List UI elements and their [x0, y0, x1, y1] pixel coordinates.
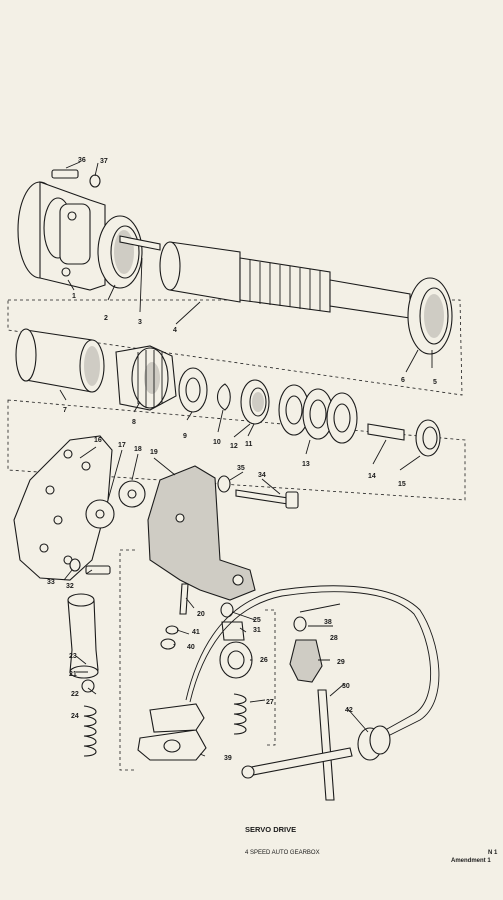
label-28: 28: [330, 635, 338, 642]
gear-part: [115, 345, 177, 411]
label-24: 24: [71, 713, 79, 720]
label-12: 12: [230, 443, 238, 450]
screw-part-32: [85, 565, 111, 575]
label-21: 21: [69, 671, 77, 678]
circlip-part-10: [216, 383, 231, 411]
valve-group-frame-2: [265, 609, 276, 746]
main-shaft-part: [159, 241, 411, 319]
washer-part-35: [217, 475, 231, 493]
label-32: 32: [66, 583, 74, 590]
label-26: 26: [260, 657, 268, 664]
valve-sleeve-part-26: [219, 641, 253, 679]
valve-body-part-19: [147, 465, 256, 601]
label-11: 11: [245, 441, 253, 448]
stud-part-20: [179, 583, 189, 615]
label-29: 29: [337, 659, 345, 666]
label-6: 6: [401, 377, 405, 384]
ball-part-22: [81, 679, 95, 693]
label-4: 4: [173, 327, 177, 334]
bolt-part-36: [51, 169, 79, 179]
label-35: 35: [237, 465, 245, 472]
nut-part-41: [165, 625, 179, 635]
pump-body-part-16: [13, 435, 113, 581]
leader-lines: [59, 161, 433, 757]
label-13: 13: [302, 461, 310, 468]
diagram-subtitle: 4 SPEED AUTO GEARBOX: [245, 850, 320, 856]
spring-part-24: [83, 705, 97, 757]
label-33: 33: [47, 579, 55, 586]
label-2: 2: [104, 315, 108, 322]
label-19: 19: [150, 449, 158, 456]
sleeve-part: [15, 328, 105, 393]
label-14: 14: [368, 473, 376, 480]
valve-part-31: [221, 621, 245, 641]
label-20: 20: [197, 611, 205, 618]
diagram-title: SERVO DRIVE: [245, 825, 296, 834]
seal-part-15: [415, 419, 441, 457]
label-34: 34: [258, 472, 266, 479]
label-1: 1: [72, 293, 76, 300]
label-36: 36: [78, 157, 86, 164]
washer-part-37: [89, 174, 101, 188]
washer-part-40: [160, 638, 176, 650]
washer-part-28: [293, 616, 307, 632]
label-9: 9: [183, 433, 187, 440]
label-40: 40: [187, 644, 195, 651]
knob-part-29: [289, 639, 323, 683]
rotor-part-18: [118, 480, 146, 508]
washer-part-25: [220, 602, 234, 618]
bearing-housing-part: [97, 215, 143, 289]
flange-part-39: [137, 703, 207, 761]
label-41: 41: [192, 629, 200, 636]
label-16: 16: [94, 437, 102, 444]
key-part-14: [367, 423, 405, 441]
label-42: 42: [345, 707, 353, 714]
label-15: 15: [398, 481, 406, 488]
rotor-part-17: [85, 499, 115, 529]
label-22: 22: [71, 691, 79, 698]
label-7: 7: [63, 407, 67, 414]
bearing-part-11: [240, 379, 270, 425]
label-23: 23: [69, 653, 77, 660]
label-39: 39: [224, 755, 232, 762]
lever-part-30: [241, 689, 353, 801]
label-8: 8: [132, 419, 136, 426]
spring-part-27: [233, 693, 247, 735]
washer-part-33: [69, 558, 81, 572]
label-5: 5: [433, 379, 437, 386]
label-30: 30: [342, 683, 350, 690]
valve-plunger-part-23: [67, 593, 99, 679]
pin-part: [119, 235, 161, 251]
label-18: 18: [134, 446, 142, 453]
label-37: 37: [100, 158, 108, 165]
amendment-note: Amendment 1: [451, 858, 491, 864]
label-38: 38: [324, 619, 332, 626]
valve-group-frame: [119, 549, 135, 771]
page-code: N 1: [488, 850, 498, 856]
pipe-part-38: [185, 585, 440, 741]
label-3: 3: [138, 319, 142, 326]
label-27: 27: [266, 699, 274, 706]
washer-part-9: [178, 367, 208, 413]
middle-group-frame: [7, 399, 466, 501]
label-25: 25: [253, 617, 261, 624]
union-part-42: [357, 725, 391, 761]
label-17: 17: [118, 442, 126, 449]
bearing-part: [407, 277, 453, 355]
label-10: 10: [213, 439, 221, 446]
housing-part: [17, 181, 106, 291]
spacer-washers-part-13: [278, 384, 358, 444]
label-31: 31: [253, 627, 261, 634]
bolt-part-34: [235, 489, 299, 509]
